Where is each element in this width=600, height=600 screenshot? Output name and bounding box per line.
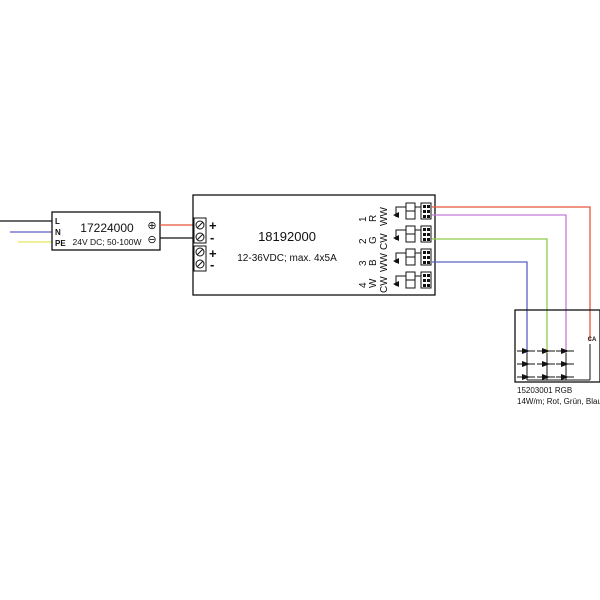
driver-spec: 24V DC; 50-100W (73, 237, 142, 247)
channel-rgb: W (368, 278, 379, 288)
channel-rgb: B (368, 259, 379, 266)
power-supply: L N PE 17224000 24V DC; 50-100W ⊕ ⊖ (51, 211, 161, 251)
plus-label-2: + (209, 246, 217, 261)
channel-output-4 (393, 271, 432, 289)
strip-spec: 14W/m; Rot, Grün, Blau (517, 397, 600, 406)
strip-model: 15203001 RGB (517, 386, 572, 395)
channel-2: 2 G CW (358, 233, 390, 250)
diode-icon (393, 212, 399, 218)
input-terminal (193, 217, 207, 272)
channel-num: 3 (358, 260, 369, 266)
controller: + - + - 18192000 12-36VDC; max. 4x5A 1 R… (192, 194, 436, 296)
channel-output-3 (393, 248, 432, 266)
diode-icon (393, 281, 399, 287)
channel-output-symbols (393, 202, 432, 289)
channel-tw: WW (379, 207, 390, 226)
led-strip: CA 15203001 RGB 14W/m; Rot, Grün, Blau (514, 309, 600, 406)
channel-tw: CW (379, 233, 390, 250)
led-array (517, 348, 574, 380)
wire-purple (432, 214, 567, 353)
wire-red (432, 206, 591, 340)
channel-3: 3 B WW (358, 253, 390, 272)
input-pe-label: PE (55, 239, 66, 248)
driver-plus-icon: ⊕ (147, 220, 156, 232)
driver-model: 17224000 (80, 221, 134, 235)
channel-num: 4 (358, 282, 369, 288)
input-n-label: N (55, 228, 61, 237)
channel-num: 1 (358, 216, 369, 222)
channel-tw: WW (379, 253, 390, 272)
channel-4: 4 W CW (358, 276, 390, 293)
channel-output-1 (393, 202, 432, 220)
driver-minus-icon: ⊖ (147, 234, 156, 246)
minus-label-1: - (210, 230, 214, 245)
channel-rgb: G (368, 236, 379, 244)
channel-rgb: R (368, 215, 379, 222)
diode-icon (393, 235, 399, 241)
common-anode-label: CA (588, 337, 597, 343)
channel-output-2 (393, 225, 432, 243)
channel-tw: CW (379, 276, 390, 293)
controller-model: 18192000 (258, 229, 316, 244)
input-l-label: L (55, 217, 60, 226)
channel-1: 1 R WW (358, 207, 390, 226)
wire-blue (432, 261, 528, 353)
diode-icon (393, 258, 399, 264)
wire-green (432, 238, 548, 353)
plus-label-1: + (209, 218, 217, 233)
controller-spec: 12-36VDC; max. 4x5A (237, 253, 337, 264)
channel-num: 2 (358, 238, 369, 244)
minus-label-2: - (210, 257, 214, 272)
